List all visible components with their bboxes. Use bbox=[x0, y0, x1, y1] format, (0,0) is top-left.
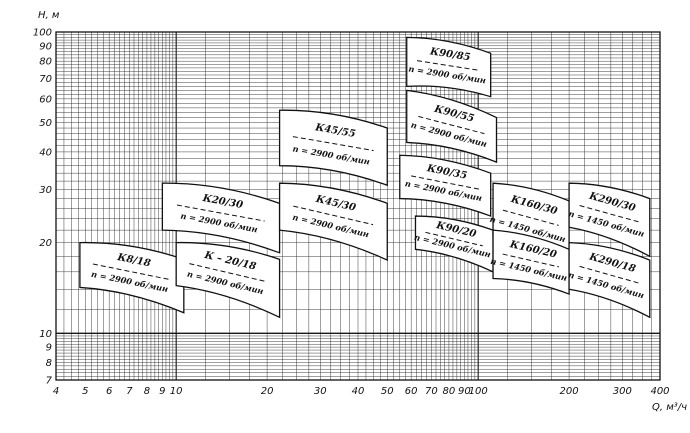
pump-zone: К290/18n = 1450 об/мин bbox=[567, 241, 651, 319]
x-tick-label: 40 bbox=[352, 386, 365, 397]
x-tick-label: 20 bbox=[261, 386, 274, 397]
pump-zone-dash bbox=[418, 115, 485, 135]
pump-zone-outline bbox=[399, 154, 492, 217]
x-tick-label: 7 bbox=[126, 386, 133, 397]
x-tick-label: 8 bbox=[144, 386, 150, 397]
pump-zone-outline bbox=[492, 229, 570, 295]
pump-zone-dash bbox=[579, 205, 639, 223]
x-tick-label: 100 bbox=[469, 386, 488, 397]
pump-zone: К90/20n = 2900 об/мин bbox=[413, 215, 494, 273]
pump-zone-dash bbox=[579, 265, 639, 284]
y-axis-label: H, м bbox=[38, 10, 60, 21]
y-tick-label: 30 bbox=[39, 185, 52, 196]
pump-zone-outline bbox=[175, 241, 281, 319]
pump-zone-dash bbox=[176, 204, 265, 222]
pump-zone-outline bbox=[568, 241, 651, 319]
pump-zone-dash bbox=[92, 263, 171, 281]
x-tick-label: 4 bbox=[53, 386, 59, 397]
pump-zone-dash bbox=[416, 60, 481, 71]
y-tick-label: 9 bbox=[46, 343, 52, 354]
pump-zone: К8/18n = 2900 об/мин bbox=[79, 241, 185, 314]
pump-zone-outline bbox=[79, 241, 185, 314]
pump-zone-dash bbox=[411, 175, 480, 190]
pump-zone: К20/30n = 2900 об/мин bbox=[161, 182, 281, 254]
y-tick-label: 20 bbox=[39, 238, 52, 249]
pump-zone: К90/55n = 2900 об/мин bbox=[406, 89, 498, 164]
pump-zone-dash bbox=[293, 205, 374, 226]
pump-zone-outline bbox=[406, 36, 492, 98]
x-tick-label: 50 bbox=[381, 386, 394, 397]
x-tick-label: 70 bbox=[425, 386, 438, 397]
y-tick-label: 8 bbox=[46, 358, 52, 369]
pump-zone: К90/85n = 2900 об/мин bbox=[406, 36, 492, 98]
y-tick-label: 7 bbox=[46, 376, 53, 387]
pump-zone-dash bbox=[292, 136, 374, 152]
pump-zone-dash bbox=[425, 231, 483, 247]
pump-zone: К90/35n = 2900 об/мин bbox=[399, 154, 492, 217]
x-tick-label: 80 bbox=[443, 386, 456, 397]
y-tick-label: 80 bbox=[39, 57, 52, 68]
x-tick-label: 400 bbox=[650, 386, 669, 397]
y-tick-label: 100 bbox=[33, 28, 52, 39]
y-tick-label: 70 bbox=[39, 74, 52, 85]
y-tick-label: 50 bbox=[39, 118, 52, 129]
pump-zone-outline bbox=[161, 182, 281, 254]
x-tick-label: 200 bbox=[560, 386, 579, 397]
x-tick-label: 300 bbox=[613, 386, 632, 397]
pump-zone: К – 20/18n = 2900 об/мин bbox=[175, 241, 281, 319]
x-tick-label: 5 bbox=[82, 386, 88, 397]
y-tick-labels: 7 8 9 10 20 30 40 50 60 70 80 90 100 bbox=[33, 28, 53, 387]
y-tick-label: 60 bbox=[39, 94, 52, 105]
pump-zone-outline bbox=[278, 109, 388, 187]
x-tick-label: 60 bbox=[405, 386, 418, 397]
x-tick-label: 9 bbox=[159, 386, 165, 397]
pump-zone: К160/20n = 1450 об/мин bbox=[490, 229, 570, 295]
pump-zone-outline bbox=[278, 182, 388, 262]
x-tick-label: 6 bbox=[106, 386, 112, 397]
x-axis-label: Q, м³/ч bbox=[652, 402, 687, 413]
pump-zone-dash bbox=[189, 263, 267, 283]
pump-zone-dash bbox=[502, 209, 559, 226]
pump-zone: К45/55n = 2900 об/мин bbox=[278, 109, 388, 187]
pump-zone-outline bbox=[406, 89, 498, 164]
pump-zone: К290/30n = 1450 об/мин bbox=[567, 182, 651, 258]
y-tick-label: 40 bbox=[39, 147, 52, 158]
pump-zone-dash bbox=[502, 253, 560, 268]
plot-frame bbox=[55, 31, 661, 381]
y-tick-label: 10 bbox=[39, 329, 52, 340]
x-tick-label: 90 bbox=[458, 386, 471, 397]
pump-zone-outline bbox=[568, 182, 651, 258]
x-tick-label: 10 bbox=[170, 386, 183, 397]
x-tick-label: 30 bbox=[314, 386, 327, 397]
y-tick-label: 90 bbox=[39, 41, 52, 52]
pump-zone: К45/30n = 2900 об/мин bbox=[278, 182, 388, 262]
